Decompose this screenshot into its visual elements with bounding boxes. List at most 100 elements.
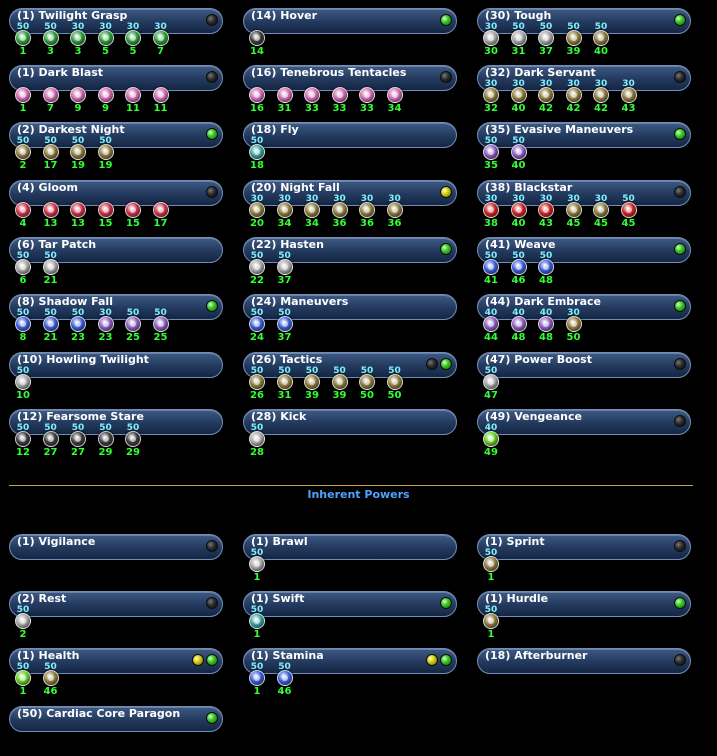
toggle-exemplar-indicator[interactable]	[440, 186, 452, 198]
enhancement-icon[interactable]	[15, 202, 31, 218]
enhancement-icon[interactable]	[565, 202, 582, 218]
enhancement-icon[interactable]	[42, 316, 59, 332]
enhancement-slot[interactable]: 33	[302, 79, 322, 115]
toggle-on-indicator[interactable]	[206, 654, 218, 666]
power-bar[interactable]	[243, 8, 457, 34]
enhancement-icon[interactable]	[249, 613, 265, 629]
enhancement-icon[interactable]	[276, 259, 293, 275]
enhancement-icon[interactable]	[42, 202, 59, 218]
power-bar[interactable]	[9, 65, 223, 91]
enhancement-slot[interactable]: 15	[96, 194, 116, 230]
toggle-on-indicator[interactable]	[206, 128, 218, 140]
enhancement-icon[interactable]	[593, 87, 609, 103]
enhancement-slot[interactable]: 34	[385, 79, 405, 115]
enhancement-slot[interactable]: 11	[123, 79, 143, 115]
enhancement-slot[interactable]: 1	[13, 79, 33, 115]
toggle-off-indicator[interactable]	[206, 540, 218, 552]
power-bar[interactable]	[477, 591, 691, 617]
power-bar[interactable]	[9, 409, 223, 435]
enhancement-icon[interactable]	[483, 144, 499, 160]
enhancement-icon[interactable]	[331, 202, 348, 218]
enhancement-icon[interactable]	[483, 202, 499, 218]
toggle-off-indicator[interactable]	[206, 597, 218, 609]
toggle-off-indicator[interactable]	[440, 71, 452, 83]
toggle-off-indicator[interactable]	[426, 358, 438, 370]
enhancement-icon[interactable]	[70, 316, 86, 332]
power-bar[interactable]	[243, 591, 457, 617]
enhancement-icon[interactable]	[249, 144, 265, 160]
toggle-off-indicator[interactable]	[674, 358, 686, 370]
enhancement-icon[interactable]	[152, 87, 169, 103]
enhancement-icon[interactable]	[510, 87, 527, 103]
enhancement-icon[interactable]	[15, 30, 31, 46]
toggle-off-indicator[interactable]	[206, 14, 218, 26]
power-bar[interactable]	[477, 409, 691, 435]
enhancement-icon[interactable]	[15, 144, 31, 160]
enhancement-icon[interactable]	[331, 87, 348, 103]
enhancement-icon[interactable]	[97, 87, 114, 103]
enhancement-icon[interactable]	[97, 316, 114, 332]
toggle-off-indicator[interactable]	[206, 71, 218, 83]
power-bar[interactable]	[9, 122, 223, 148]
power-bar[interactable]	[9, 534, 223, 560]
toggle-on-indicator[interactable]	[674, 597, 686, 609]
toggle-on-indicator[interactable]	[206, 300, 218, 312]
enhancement-icon[interactable]	[510, 144, 527, 160]
power-bar[interactable]	[9, 294, 223, 320]
power-bar[interactable]	[9, 591, 223, 617]
enhancement-icon[interactable]	[538, 202, 554, 218]
enhancement-icon[interactable]	[276, 670, 293, 686]
power-bar[interactable]	[477, 122, 691, 148]
enhancement-icon[interactable]	[593, 30, 609, 46]
enhancement-icon[interactable]	[15, 87, 31, 103]
enhancement-slot[interactable]: 7	[41, 79, 61, 115]
enhancement-icon[interactable]	[249, 374, 265, 390]
toggle-off-indicator[interactable]	[674, 540, 686, 552]
power-cardiac-core-paragon[interactable]: (50) Cardiac Core Paragon	[9, 706, 223, 756]
enhancement-slot[interactable]: 16	[247, 79, 267, 115]
enhancement-slot[interactable]: 15	[123, 194, 143, 230]
power-bar[interactable]	[9, 237, 223, 263]
toggle-off-indicator[interactable]	[674, 186, 686, 198]
enhancement-icon[interactable]	[538, 316, 554, 332]
